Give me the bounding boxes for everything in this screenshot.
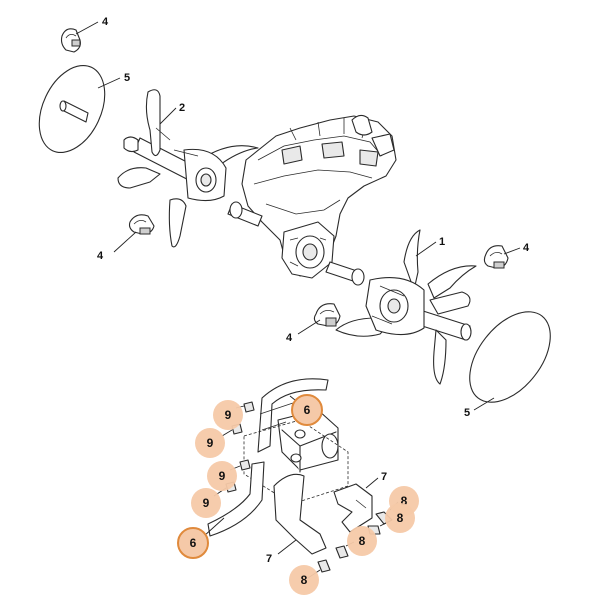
clip-right-bottom[interactable]: [313, 303, 341, 327]
clip-left-bottom[interactable]: [128, 214, 155, 235]
callout-tine-lower[interactable]: 6: [177, 527, 209, 559]
label-right-disc: 5: [464, 407, 470, 419]
callout-nut-a[interactable]: 9: [213, 400, 243, 430]
svg-text:8: 8: [401, 494, 408, 508]
tine-detail-group: [207, 378, 373, 555]
svg-text:9: 9: [203, 496, 210, 510]
label-right-bottom-clip: 4: [286, 332, 293, 344]
label-top-left-disc: 5: [124, 72, 130, 84]
svg-text:6: 6: [304, 403, 311, 417]
disc-left[interactable]: [26, 55, 117, 163]
label-right-tine-assembly: 1: [439, 236, 445, 248]
callout-bolt-d[interactable]: 8: [289, 565, 319, 595]
svg-text:9: 9: [225, 408, 232, 422]
label-top-left-clip: 4: [102, 16, 109, 28]
label-left-bottom-clip: 4: [97, 250, 104, 262]
callout-tine-upper[interactable]: 6: [291, 394, 323, 426]
clip-top-left[interactable]: [60, 28, 81, 53]
svg-text:9: 9: [207, 436, 214, 450]
label-left-tine-assembly: 2: [179, 102, 185, 114]
svg-text:6: 6: [190, 536, 197, 550]
svg-text:8: 8: [359, 534, 366, 548]
callout-nut-d[interactable]: 9: [191, 488, 221, 518]
clip-right-top[interactable]: [483, 245, 509, 269]
gearbox-housing: [227, 114, 397, 286]
callout-bolt-b[interactable]: 8: [385, 503, 415, 533]
svg-text:8: 8: [397, 511, 404, 525]
label-tine-bottom: 7: [266, 553, 272, 565]
svg-text:8: 8: [301, 573, 308, 587]
callout-nut-b[interactable]: 9: [195, 428, 225, 458]
callout-bolt-c[interactable]: 8: [347, 526, 377, 556]
tine-assembly-right[interactable]: [335, 229, 477, 385]
callout-nut-c[interactable]: 9: [207, 461, 237, 491]
svg-text:9: 9: [219, 469, 226, 483]
tine-assembly-left[interactable]: [117, 89, 259, 248]
disc-right[interactable]: [454, 297, 567, 417]
label-tine-right: 7: [381, 471, 387, 483]
label-right-top-clip: 4: [523, 242, 530, 254]
